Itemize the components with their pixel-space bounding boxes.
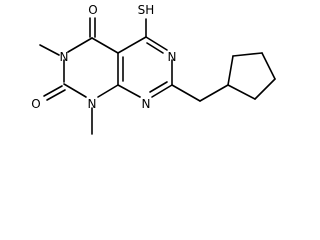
bond-cp-1: [227, 55, 234, 86]
bond-c5-n6-inner: [146, 42, 164, 54]
bond-c2-o-double-a: [43, 85, 63, 97]
atom-o-left: O: [31, 97, 40, 111]
atom-labels: O SH N N O N N: [31, 3, 176, 111]
atom-sh: SH: [138, 3, 155, 17]
bonds: [39, 17, 276, 135]
atom-n-pyrim-bottom: N: [142, 97, 151, 111]
atom-o-top: O: [88, 3, 97, 17]
bond-c4-c4a: [91, 37, 119, 54]
bond-cp-4: [254, 78, 276, 100]
bond-c7-n8: [151, 84, 173, 98]
atom-n3: N: [60, 50, 69, 64]
bond-c5-n6: [145, 36, 168, 51]
bond-ch2-cyclopentyl: [199, 84, 229, 102]
bond-n3-methyl: [39, 44, 60, 56]
bond-c7-n8-inner: [149, 81, 168, 93]
bond-n8-c8a: [117, 84, 141, 98]
bond-cp-5: [227, 84, 256, 100]
bond-c2-n1: [63, 83, 87, 98]
structure-diagram: O SH N N O N N: [31, 3, 276, 135]
bond-c2-o-double-b: [46, 89, 66, 101]
molecule-canvas: O SH N N O N N: [31, 3, 276, 135]
atom-n-pyrim-top: N: [168, 50, 177, 64]
bond-n1-c8a: [97, 84, 119, 98]
bond-c4-n3: [67, 37, 93, 53]
bond-cp-3: [261, 52, 276, 80]
bond-c7-ch2: [171, 84, 201, 102]
bond-cp-2: [232, 52, 263, 57]
bond-c4a-c5: [117, 36, 147, 54]
atom-n1: N: [88, 97, 97, 111]
